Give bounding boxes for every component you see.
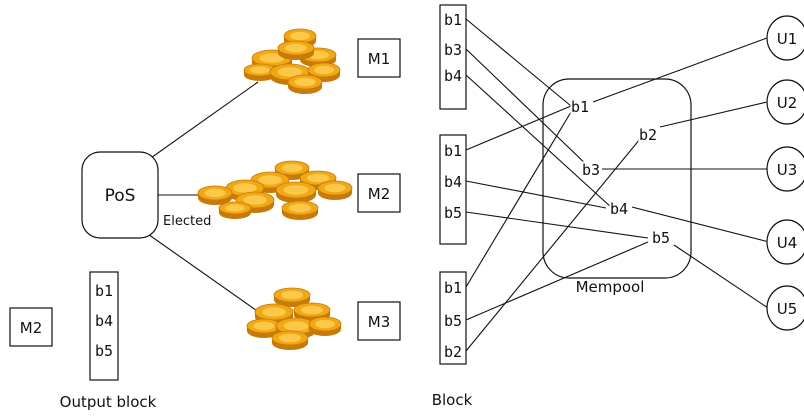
user-label: U1 (777, 30, 798, 48)
mempool-connectors (465, 18, 770, 352)
user-label: U4 (777, 234, 798, 252)
miner-m3-label: M3 (368, 313, 391, 331)
output-block-caption: Output block (60, 393, 157, 411)
user-label: U2 (777, 94, 798, 112)
mempool-tx: b5 (652, 229, 670, 247)
edge (465, 18, 572, 107)
block-entry: b4 (444, 173, 462, 191)
block-entry: b3 (444, 41, 462, 59)
user-label: U5 (777, 300, 798, 318)
mempool-tx: b3 (582, 161, 600, 179)
elected-label: Elected (163, 214, 211, 229)
block-3: b1 b5 b2 (439, 271, 467, 365)
output-entry: b5 (95, 342, 113, 360)
edge (465, 180, 607, 209)
miner-m3-box: M3 (357, 301, 401, 341)
user-u3: U3 (766, 146, 804, 192)
output-block: b1 b4 b5 (89, 271, 119, 381)
coin-pile-icon (246, 287, 342, 350)
edge (465, 211, 649, 239)
block-entry: b1 (444, 11, 462, 29)
miner-m2-box: M2 (357, 173, 401, 213)
user-u5: U5 (766, 285, 804, 331)
edge (659, 101, 768, 128)
user-label: U3 (777, 161, 798, 179)
edge (465, 105, 572, 151)
mempool-transactions: b1 b2 b3 b4 b5 (569, 96, 672, 249)
miner-m1-box: M1 (357, 38, 401, 78)
pos-node: PoS (81, 151, 159, 239)
output-entry: b1 (95, 282, 113, 300)
edge (631, 206, 770, 243)
block-caption: Block (432, 391, 473, 409)
output-entry: b4 (95, 312, 113, 330)
mempool-tx: b2 (639, 126, 657, 144)
miner-m2-label: M2 (368, 185, 391, 203)
pos-to-m3-edge (144, 231, 261, 314)
block-entry: b5 (444, 204, 462, 222)
edge (465, 111, 572, 288)
pos-label: PoS (105, 186, 136, 206)
block-2: b1 b4 b5 (439, 134, 467, 245)
block-1: b1 b3 b4 (439, 4, 467, 110)
pos-to-m1-edge (147, 81, 259, 161)
output-miner-label: M2 (20, 319, 43, 337)
block-entry: b2 (444, 343, 462, 361)
block-entry: b1 (444, 279, 462, 297)
coin-pile-icon (243, 28, 341, 94)
edge (465, 48, 591, 169)
mempool-tx: b1 (571, 98, 589, 116)
miner-m1-label: M1 (368, 50, 391, 68)
user-u2: U2 (766, 79, 804, 125)
block-entry: b4 (444, 67, 462, 85)
user-u1: U1 (766, 15, 804, 61)
edge (465, 241, 649, 321)
edge (465, 138, 641, 352)
block-entry: b5 (444, 312, 462, 330)
coin-pile-icon (197, 160, 353, 220)
user-u4: U4 (766, 219, 804, 265)
block-entry: b1 (444, 142, 462, 160)
output-miner-box: M2 (9, 307, 53, 347)
edge (465, 74, 613, 209)
mempool-label: Mempool (576, 278, 645, 296)
mempool-tx: b4 (610, 200, 628, 218)
edge (592, 37, 768, 103)
edge (673, 244, 769, 309)
mempool-box (542, 78, 692, 279)
